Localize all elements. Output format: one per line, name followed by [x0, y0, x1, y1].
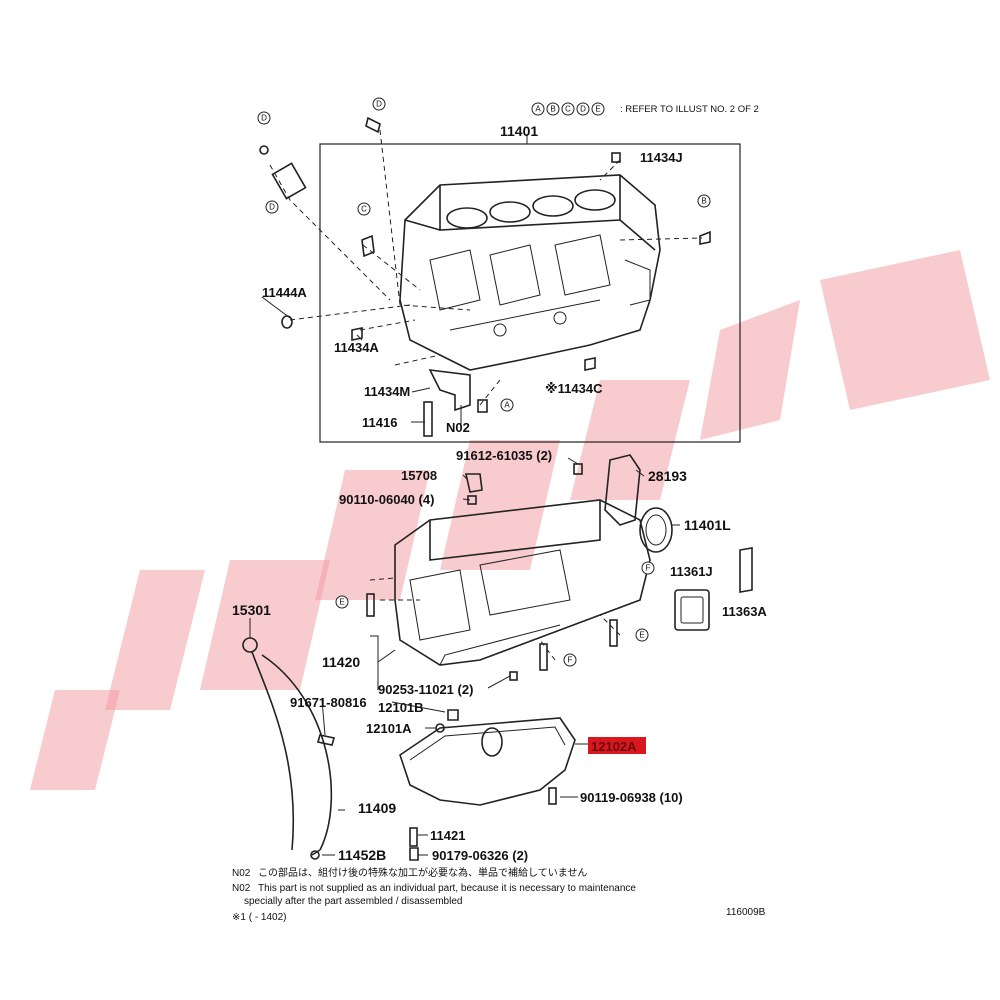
- svg-text:E: E: [639, 631, 644, 640]
- note-n02-jp-code: N02: [232, 868, 251, 879]
- dipstick-15301: [251, 651, 295, 851]
- label-90119: 90119-06938 (10): [580, 790, 683, 805]
- plug-11444a: [281, 315, 293, 329]
- callout-circle-d1: D: [257, 111, 271, 125]
- label-12101b: 12101B: [378, 700, 424, 715]
- oil-seal-11401l: [639, 507, 673, 553]
- label-15301: 15301: [232, 602, 271, 618]
- refer-circle-4: E: [591, 102, 605, 116]
- callout-circle-a1: A: [500, 398, 514, 412]
- label-91612: 91612-61035 (2): [456, 448, 552, 463]
- label-12102a: 12102A: [591, 739, 637, 754]
- label-11420: 11420: [322, 654, 360, 670]
- label-11434m: 11434M: [364, 384, 410, 399]
- svg-text:E: E: [595, 105, 600, 114]
- svg-text:D: D: [580, 105, 586, 114]
- label-15708: 15708: [401, 468, 437, 483]
- svg-text:B: B: [550, 105, 555, 114]
- callout-circle-b1: B: [697, 194, 711, 208]
- callout-circle-c1: C: [357, 202, 371, 216]
- label-11452b: 11452B: [338, 847, 386, 863]
- note-n02-jp-text: この部品は、組付け後の特殊な加工が必要な為、単品で補給していません: [258, 866, 587, 879]
- refer-note-text: : REFER TO ILLUST NO. 2 OF 2: [620, 104, 759, 115]
- svg-text:F: F: [568, 656, 573, 665]
- refer-circle-2: C: [561, 102, 575, 116]
- label-11361j: 11361J: [670, 564, 713, 579]
- svg-text:D: D: [261, 114, 267, 123]
- callout-circle-d3: D: [265, 200, 279, 214]
- svg-text:C: C: [361, 205, 367, 214]
- bolt-11416: [423, 401, 433, 437]
- label-11434a: 11434A: [334, 340, 379, 355]
- refer-circle-0: A: [531, 102, 545, 116]
- label-12101a: 12101A: [366, 721, 412, 736]
- refer-circle-3: D: [576, 102, 590, 116]
- label-11421: 11421: [430, 828, 465, 843]
- cylinder-block: [399, 174, 661, 371]
- bearing-cap-n02: [428, 369, 471, 412]
- label-28193: 28193: [648, 468, 687, 484]
- label-11444a: 11444A: [262, 285, 307, 300]
- gasket-11361j: [674, 589, 710, 631]
- label-91671: 91671-80816: [290, 695, 367, 710]
- svg-text:F: F: [646, 564, 651, 573]
- label-11434c: ※11434C: [545, 381, 603, 396]
- watermark-logo: [30, 250, 990, 790]
- svg-text:A: A: [535, 105, 541, 114]
- note-n02-en-code: N02: [232, 883, 251, 894]
- svg-text:A: A: [504, 401, 510, 410]
- label-11416: 11416: [362, 415, 397, 430]
- svg-text:D: D: [376, 100, 382, 109]
- callout-circle-f1: F: [563, 653, 577, 667]
- highlighted-part-12102a[interactable]: 12102A: [588, 737, 646, 754]
- illust-number: 116009B: [726, 907, 766, 918]
- label-11401: 11401: [500, 123, 538, 139]
- note-star: ※1 ( - 1402): [232, 912, 287, 923]
- callout-circle-e2: E: [635, 628, 649, 642]
- label-11363a: 11363A: [722, 604, 767, 619]
- label-90179: 90179-06326 (2): [432, 848, 528, 863]
- refer-circle-1: B: [546, 102, 560, 116]
- footnotes: N02 この部品は、組付け後の特殊な加工が必要な為、単品で補給していません N0…: [232, 866, 766, 923]
- label-n02: N02: [446, 420, 470, 435]
- note-n02-en-line1: This part is not supplied as an individu…: [258, 883, 636, 894]
- label-11401l: 11401L: [684, 517, 731, 533]
- label-90253: 90253-11021 (2): [378, 682, 473, 697]
- note-n02-en-line2: specially after the part assembled / dis…: [244, 896, 462, 907]
- svg-text:D: D: [269, 203, 275, 212]
- callout-circle-e1: E: [335, 595, 349, 609]
- oil-pan-12102a: [399, 717, 576, 806]
- label-11434j: 11434J: [640, 150, 683, 165]
- callout-circle-d2: D: [372, 97, 386, 111]
- label-11409: 11409: [358, 800, 396, 816]
- svg-text:C: C: [565, 105, 571, 114]
- block-assembly-box: [319, 143, 741, 443]
- label-90110: 90110-06040 (4): [339, 492, 434, 507]
- part-11363a: [739, 547, 753, 593]
- seal-retainer-28193: [604, 454, 641, 526]
- svg-text:B: B: [701, 197, 706, 206]
- dipstick-guide-11409: [261, 654, 333, 851]
- oil-jet-part: [271, 162, 307, 200]
- callout-circle-f2: F: [641, 561, 655, 575]
- svg-text:E: E: [339, 598, 344, 607]
